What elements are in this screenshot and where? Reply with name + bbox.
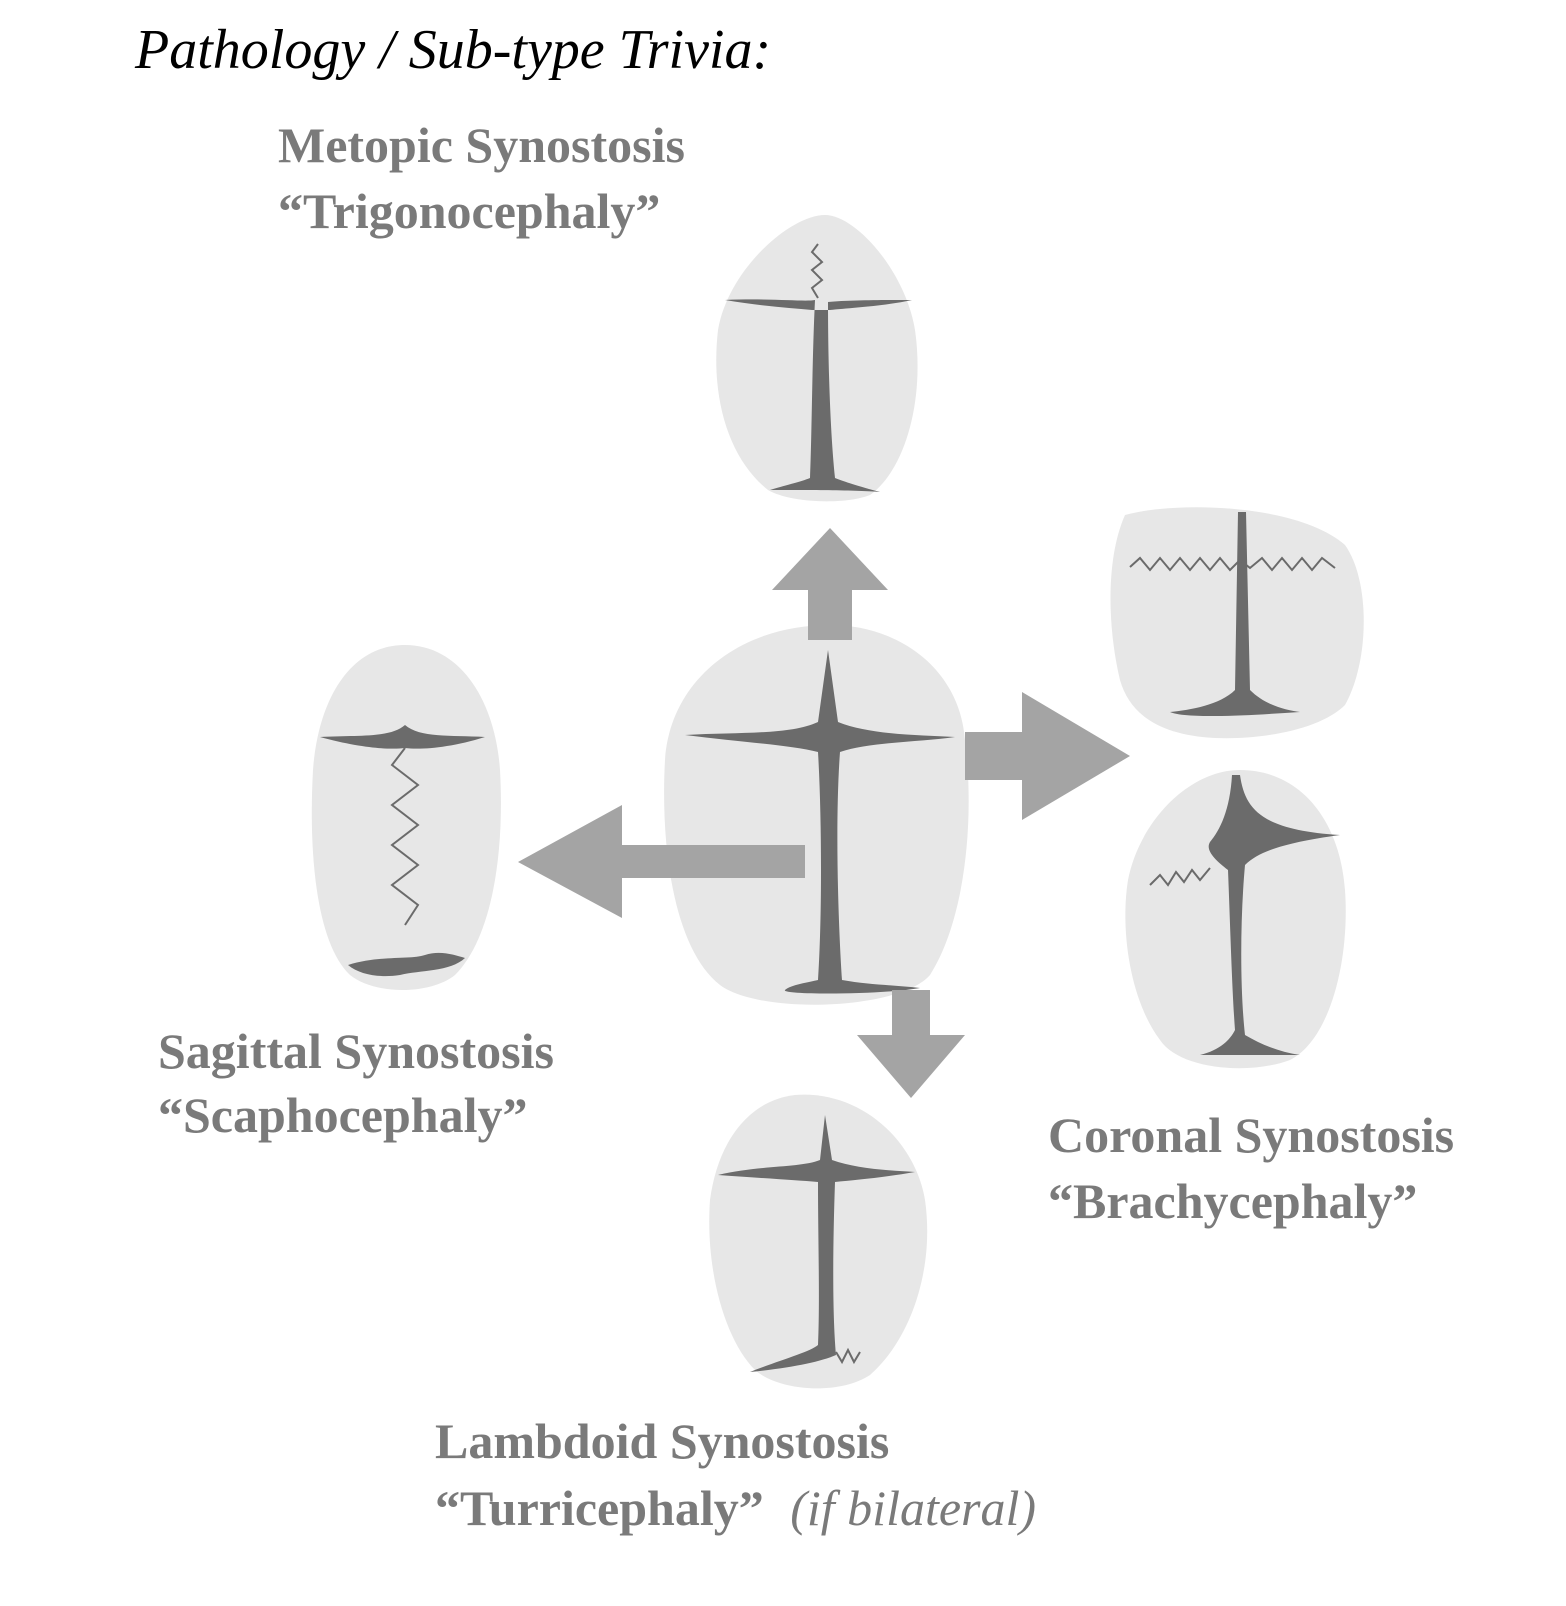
normal-skull-outline	[664, 625, 969, 1005]
arrow-right	[965, 692, 1130, 820]
lambdoid-note: (if bilateral)	[790, 1480, 1036, 1536]
lambdoid-shape: “Turricephaly”	[435, 1480, 764, 1536]
coronal-label: Coronal Synostosis “Brachycephaly”	[1048, 1107, 1454, 1229]
page-title: Pathology / Sub-type Trivia:	[135, 19, 772, 81]
arrow-up	[772, 528, 888, 640]
sagittal-label: Sagittal Synostosis “Scaphocephaly”	[158, 1023, 554, 1143]
coronal-skull-unilateral	[1125, 770, 1346, 1069]
metopic-skull	[716, 215, 918, 502]
arrow-down	[857, 990, 965, 1098]
sagittal-shape: “Scaphocephaly”	[158, 1087, 528, 1143]
sagittal-name: Sagittal Synostosis	[158, 1023, 554, 1079]
svg-text:“Turricephaly” (if bilat: “Turricephaly” (if bilateral)	[435, 1480, 1036, 1536]
lambdoid-zigzag	[835, 1347, 861, 1365]
coronal-unilateral-sutures	[1200, 775, 1340, 1055]
metopic-name: Metopic Synostosis	[278, 117, 685, 173]
coronal-name: Coronal Synostosis	[1048, 1107, 1454, 1163]
sagittal-coronal-suture	[320, 725, 485, 749]
sagittal-skull-outline	[311, 645, 501, 990]
sagittal-zigzag-suture	[390, 747, 420, 926]
coronal-unilateral-zigzag	[1149, 867, 1211, 887]
metopic-sutures	[725, 299, 912, 492]
arrow-left	[518, 805, 805, 918]
metopic-label: Metopic Synostosis “Trigonocephaly”	[278, 117, 685, 239]
lambdoid-skull	[709, 1094, 928, 1389]
normal-skull-sutures	[685, 650, 955, 994]
normal-skull	[664, 625, 969, 1005]
metopic-zigzag-suture	[810, 243, 824, 299]
lambdoid-name: Lambdoid Synostosis	[435, 1413, 889, 1469]
coronal-shape: “Brachycephaly”	[1048, 1173, 1417, 1229]
coronal-skull-bilateral	[1110, 507, 1364, 739]
lambdoid-sutures	[718, 1115, 915, 1372]
sagittal-skull	[311, 645, 501, 990]
metopic-shape: “Trigonocephaly”	[278, 183, 660, 239]
sagittal-lambdoid-suture	[348, 952, 465, 977]
lambdoid-label: Lambdoid Synostosis “Turricephaly” (if b…	[435, 1413, 1036, 1536]
coronal-bilateral-zigzag	[1129, 556, 1336, 572]
